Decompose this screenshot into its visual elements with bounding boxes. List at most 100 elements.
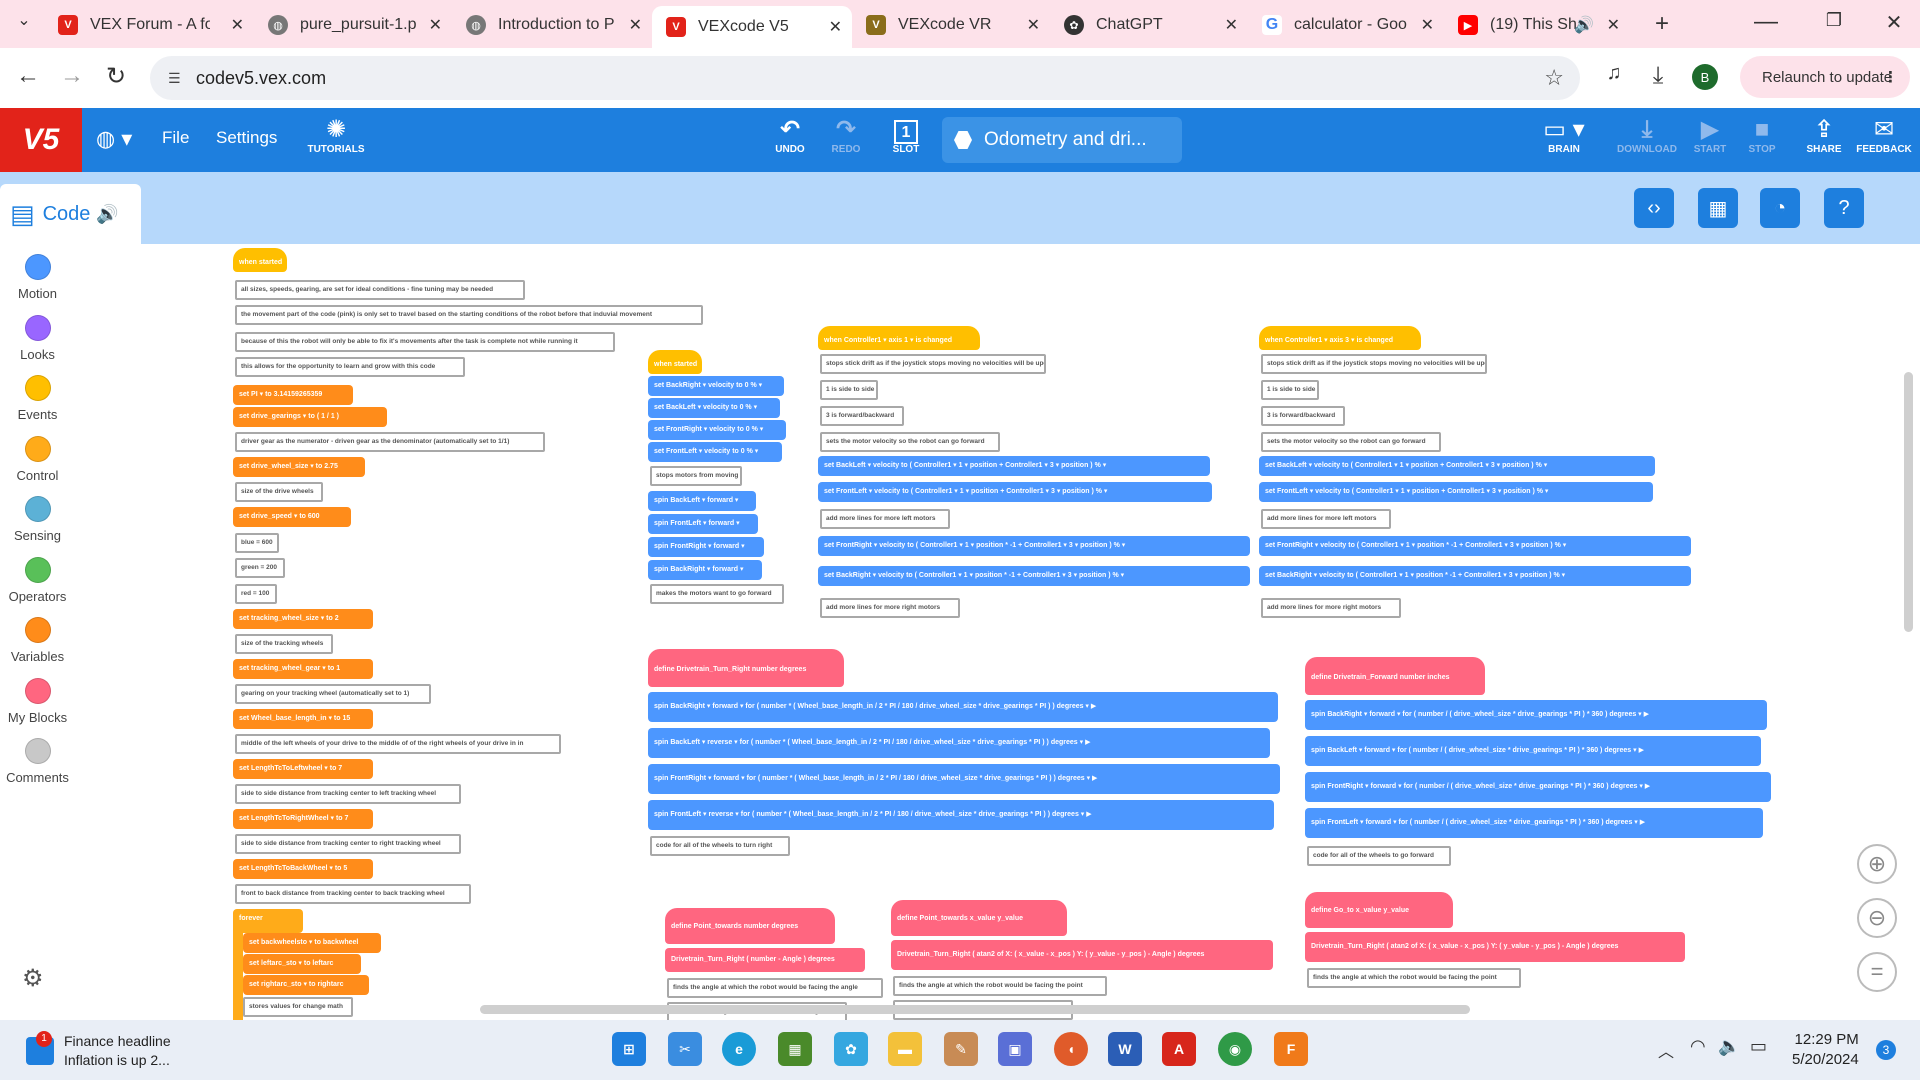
bookmark-star-icon[interactable]: ☆ (1544, 65, 1564, 90)
comment-block[interactable]: finds the angle at which the robot would… (667, 978, 883, 998)
event-hat-block[interactable]: when Controller1 ▾ axis 1 ▾ is changed (818, 326, 980, 350)
comment-block[interactable]: red = 100 (235, 584, 277, 604)
custom-block-call[interactable]: Drivetrain_Turn_Right ( atan2 of X: ( x_… (891, 940, 1273, 970)
stop-button[interactable]: ■ STOP (1732, 116, 1792, 155)
set-velocity-block[interactable]: set BackLeft ▾ velocity to ( Controller1… (1259, 456, 1655, 476)
spin-motor-block[interactable]: spin BackLeft ▾ forward ▾ (648, 491, 756, 511)
set-velocity-block[interactable]: set BackLeft ▾ velocity to ( Controller1… (818, 456, 1210, 476)
set-variable-block[interactable]: set rightarc_sto ▾ to rightarc (243, 975, 369, 995)
set-velocity-block[interactable]: set BackRight ▾ velocity to ( Controller… (818, 566, 1250, 586)
define-block[interactable]: define Drivetrain_Forward number inches (1305, 657, 1485, 695)
tray-chevron-icon[interactable]: ︿ (1658, 1044, 1675, 1061)
devices-icon[interactable]: ▦ (1698, 188, 1738, 228)
define-block[interactable]: define Point_towards x_value y_value (891, 900, 1067, 936)
comment-block[interactable]: add more lines for more right motors (820, 598, 960, 618)
category-control[interactable]: Control (0, 436, 75, 483)
site-info-icon[interactable]: ☰ (168, 69, 181, 86)
set-variable-block[interactable]: set LengthTcToRightWheel ▾ to 7 (233, 809, 373, 829)
horizontal-scrollbar[interactable] (480, 1005, 1470, 1014)
comment-block[interactable]: 1 is side to side (820, 380, 878, 400)
forever-block[interactable]: forever (233, 909, 303, 933)
event-hat-block[interactable]: when Controller1 ▾ axis 3 ▾ is changed (1259, 326, 1421, 350)
comment-block[interactable]: code for all of the wheels to go forward (1307, 846, 1451, 866)
file-menu[interactable]: File (162, 128, 190, 147)
category-sensing[interactable]: Sensing (0, 496, 75, 543)
spin-for-block[interactable]: spin BackLeft ▾ forward ▾ for ( number /… (1305, 736, 1761, 766)
relaunch-button[interactable]: Relaunch to update ⋮ (1740, 56, 1910, 98)
tab-introduction[interactable]: ◍ Introduction to P ✕ (452, 8, 652, 42)
spin-for-block[interactable]: spin BackRight ▾ forward ▾ for ( number … (648, 692, 1278, 722)
more-menu-icon[interactable]: ⋮ (1883, 69, 1898, 86)
minimize-icon[interactable]: — (1754, 8, 1778, 35)
category-comments[interactable]: Comments (0, 738, 75, 785)
acrobat-icon[interactable]: A (1162, 1032, 1196, 1066)
set-velocity-block[interactable]: set BackRight ▾ velocity to ( Controller… (1259, 566, 1691, 586)
code-viewer-icon[interactable]: ‹› (1634, 188, 1674, 228)
comment-block[interactable]: finds the angle at which the robot would… (1307, 968, 1521, 988)
close-tab-icon[interactable]: ✕ (1420, 17, 1434, 34)
set-variable-block[interactable]: set LengthTcToBackWheel ▾ to 5 (233, 859, 373, 879)
code-tab[interactable]: ▤ Code 🔊 (0, 184, 141, 244)
set-velocity-block[interactable]: set FrontRight ▾ velocity to ( Controlle… (818, 536, 1250, 556)
download-button[interactable]: ⤓ DOWNLOAD (1614, 116, 1680, 155)
comment-block[interactable]: 3 is forward/backward (820, 406, 904, 426)
tab-chatgpt[interactable]: ✿ ChatGPT ✕ (1050, 8, 1248, 42)
close-tab-icon[interactable]: ✕ (428, 17, 442, 34)
category-motion[interactable]: Motion (0, 254, 75, 301)
comment-block[interactable]: gearing on your tracking wheel (automati… (235, 684, 431, 704)
set-velocity-block[interactable]: set FrontRight ▾ velocity to 0 % ▾ (648, 420, 786, 440)
photos-icon[interactable]: ✿ (834, 1032, 868, 1066)
help-icon[interactable]: ? (1824, 188, 1864, 228)
reload-icon[interactable]: ↻ (105, 63, 127, 90)
set-velocity-block[interactable]: set BackLeft ▾ velocity to 0 % ▾ (648, 398, 780, 418)
zoom-in-icon[interactable]: ⊕ (1857, 844, 1897, 884)
news-widget[interactable]: 1 Finance headline Inflation is up 2... (26, 1031, 171, 1070)
set-velocity-block[interactable]: set FrontRight ▾ velocity to ( Controlle… (1259, 536, 1691, 556)
comment-block[interactable]: add more lines for more right motors (1261, 598, 1401, 618)
tab-vexcode-vr[interactable]: V VEXcode VR ✕ (852, 8, 1050, 42)
category-my-blocks[interactable]: My Blocks (0, 678, 75, 725)
windows-start-icon[interactable]: ⊞ (612, 1032, 646, 1066)
spin-motor-block[interactable]: spin FrontRight ▾ forward ▾ (648, 537, 764, 557)
set-velocity-block[interactable]: set BackRight ▾ velocity to 0 % ▾ (648, 376, 784, 396)
set-variable-block[interactable]: set backwheelsto ▾ to backwheel (243, 933, 381, 953)
new-tab-button[interactable]: + (1654, 10, 1669, 37)
close-tab-icon[interactable]: ✕ (828, 19, 842, 36)
tab-vex-forum[interactable]: V VEX Forum - A fo ✕ (44, 8, 254, 42)
feedback-button[interactable]: ✉ FEEDBACK (1852, 116, 1916, 155)
comment-block[interactable]: 1 is side to side (1261, 380, 1319, 400)
paint-icon[interactable]: ✎ (944, 1032, 978, 1066)
minecraft-icon[interactable]: ▦ (778, 1032, 812, 1066)
spin-for-block[interactable]: spin FrontLeft ▾ forward ▾ for ( number … (1305, 808, 1763, 838)
system-clock[interactable]: 12:29 PM 5/20/2024 (1792, 1030, 1859, 1070)
comment-block[interactable]: the movement part of the code (pink) is … (235, 305, 703, 325)
comment-block[interactable]: blue = 600 (235, 533, 279, 553)
tab-pure-pursuit[interactable]: ◍ pure_pursuit-1.p ✕ (254, 8, 452, 42)
code-canvas[interactable]: when started all sizes, speeds, gearing,… (75, 244, 1920, 1020)
set-velocity-block[interactable]: set FrontLeft ▾ velocity to 0 % ▾ (648, 442, 782, 462)
project-name-field[interactable]: Odometry and dri... (942, 117, 1182, 163)
file-explorer-icon[interactable]: ▬ (888, 1032, 922, 1066)
set-variable-block[interactable]: set tracking_wheel_gear ▾ to 1 (233, 659, 373, 679)
profile-avatar[interactable]: B (1692, 64, 1718, 90)
close-tab-icon[interactable]: ✕ (1606, 17, 1620, 34)
comment-block[interactable]: front to back distance from tracking cen… (235, 884, 471, 904)
close-tab-icon[interactable]: ✕ (230, 17, 244, 34)
comment-block[interactable]: add more lines for more left motors (1261, 509, 1391, 529)
set-variable-block[interactable]: set drive_gearings ▾ to ( 1 / 1 ) (233, 407, 387, 427)
category-events[interactable]: Events (0, 375, 75, 422)
comment-block[interactable]: stops motors from moving (650, 466, 742, 486)
close-tab-icon[interactable]: ✕ (1224, 17, 1238, 34)
notification-badge[interactable]: 3 (1876, 1040, 1896, 1060)
comment-block[interactable]: sets the motor velocity so the robot can… (820, 432, 1000, 452)
zoom-reset-icon[interactable]: = (1857, 952, 1897, 992)
comment-block[interactable]: size of the tracking wheels (235, 634, 333, 654)
comment-block[interactable]: all sizes, speeds, gearing, are set for … (235, 280, 525, 300)
set-variable-block[interactable]: set drive_wheel_size ▾ to 2.75 (233, 457, 365, 477)
battery-icon[interactable]: ▭ (1750, 1036, 1768, 1056)
category-variables[interactable]: Variables (0, 617, 75, 664)
comment-block[interactable]: size of the drive wheels (235, 482, 323, 502)
comment-block[interactable]: sets the motor velocity so the robot can… (1261, 432, 1441, 452)
tab-vexcode-v5[interactable]: V VEXcode V5 ✕ (652, 6, 852, 48)
close-tab-icon[interactable]: ✕ (628, 17, 642, 34)
